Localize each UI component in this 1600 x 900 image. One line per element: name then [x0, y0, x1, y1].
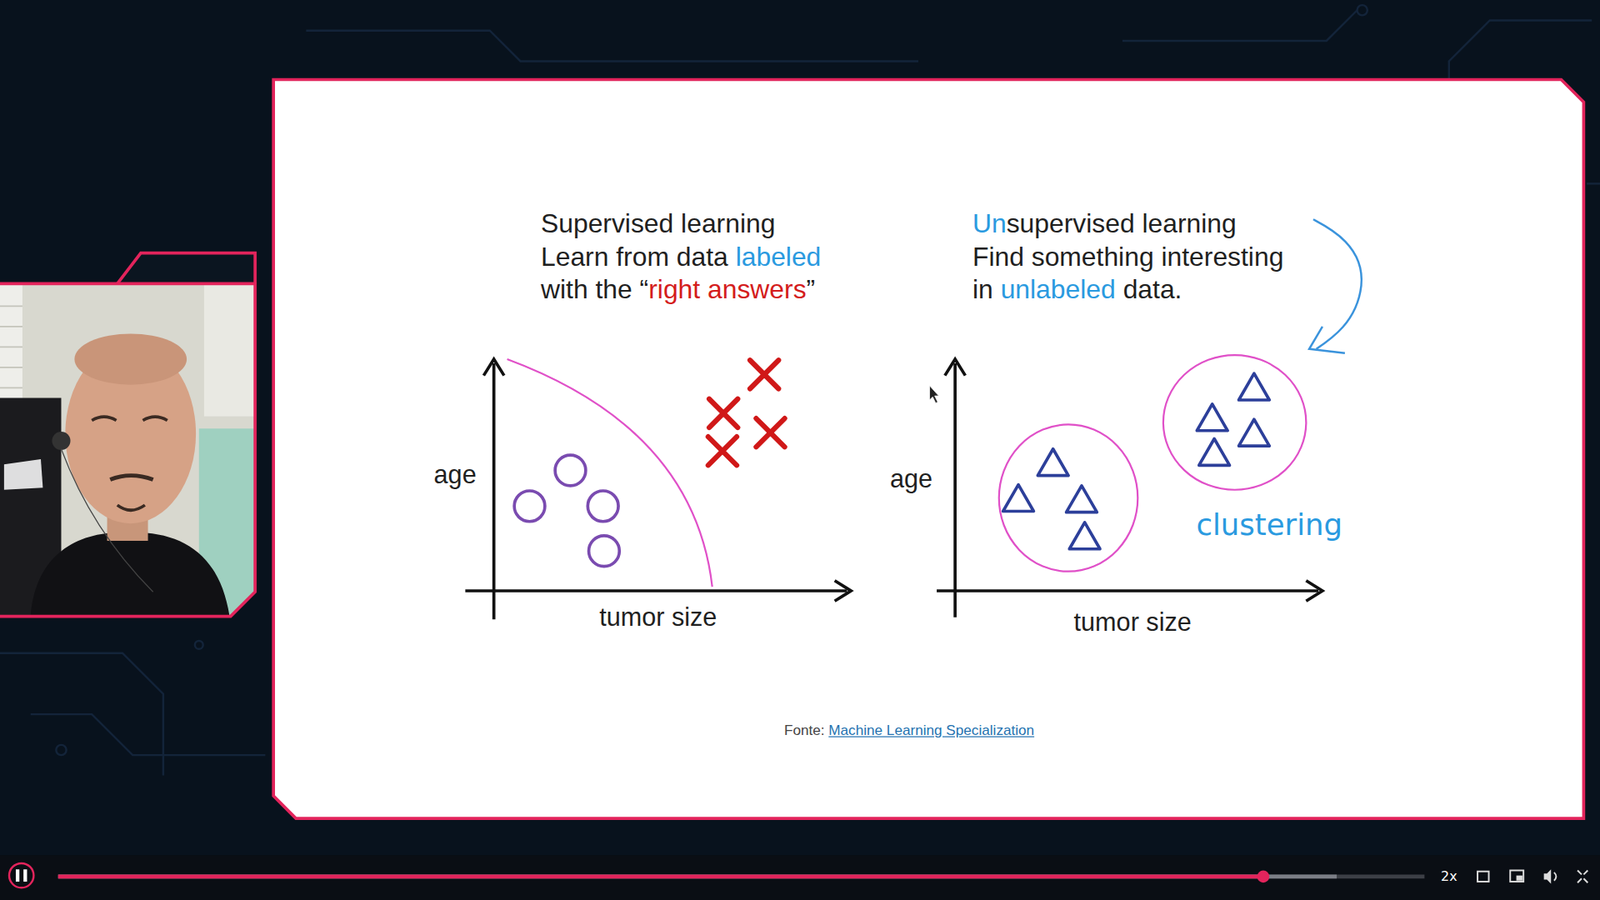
body-text: Find something interesting — [972, 241, 1284, 273]
annotation-line: clustering — [1195, 507, 1343, 544]
playback-speed: 2x — [1440, 868, 1458, 884]
axis-label: tumor size — [599, 601, 717, 630]
axis-label: age — [890, 464, 933, 493]
unsupervised-plot — [936, 219, 1362, 618]
highlight-word: right answers — [648, 274, 806, 305]
axis-label-line: age — [434, 459, 477, 490]
body-line: Learn from datalabeled — [540, 241, 821, 274]
mouse-cursor — [930, 385, 940, 404]
player-controls — [0, 855, 1600, 900]
body-line: with the“right answers” — [540, 274, 815, 306]
highlight-word: unlabeled — [1000, 274, 1116, 305]
highlight-word: labeled — [735, 241, 822, 273]
body-text: Learn from data — [540, 241, 729, 273]
body-text: in — [972, 274, 994, 305]
axis-label-line: tumor size — [1074, 605, 1192, 637]
webcam-feed — [0, 253, 255, 623]
body-line: Find something interesting — [972, 241, 1284, 274]
quote-mark: ” — [806, 274, 816, 305]
supervised-plot — [465, 359, 851, 620]
slide-panel — [273, 80, 1584, 820]
body-line: inunlabeleddata. — [972, 274, 1182, 306]
control-line: 2x — [1440, 868, 1458, 885]
quote-mark: “ — [640, 274, 650, 305]
axis-label-line: age — [890, 463, 933, 495]
handwritten-annotation: clustering — [1195, 507, 1343, 543]
body-text: with the — [540, 274, 633, 305]
source-line: Fonte:Machine Learning Specialization — [784, 721, 1035, 740]
axis-label: age — [434, 460, 477, 489]
body-text: data. — [1123, 274, 1183, 305]
highlight-prefix: Un — [972, 207, 1007, 239]
source-prefix: Fonte: — [784, 721, 825, 739]
section-heading: Supervised learning — [540, 207, 775, 239]
heading-line: Unsupervised learning — [972, 207, 1237, 240]
heading-line: Supervised learning — [540, 207, 775, 240]
section-heading: supervised learning — [1006, 207, 1237, 239]
source-link: Machine Learning Specialization — [828, 721, 1035, 739]
axis-label: tumor size — [1074, 607, 1192, 636]
axis-label-line: tumor size — [599, 600, 717, 632]
